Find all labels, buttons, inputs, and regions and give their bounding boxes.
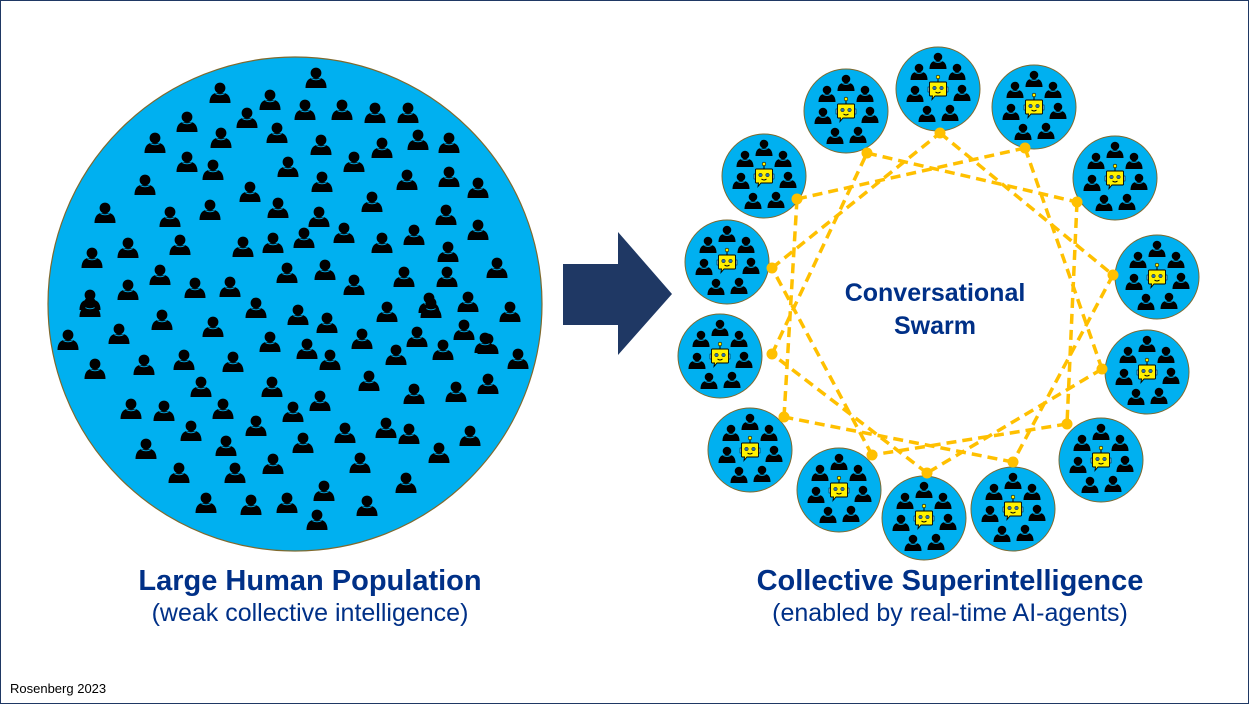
swarm-group: [1058, 417, 1144, 503]
swarm-label-line2: Swarm: [894, 312, 976, 340]
swarm-group: [684, 219, 770, 305]
swarm-group: [991, 64, 1077, 150]
left-title: Large Human Population: [138, 565, 482, 597]
swarm-group: [970, 466, 1056, 552]
right-caption: Collective Superintelligence (enabled by…: [700, 565, 1200, 628]
swarm-node: [866, 449, 878, 461]
swarm-node: [1071, 196, 1083, 208]
left-subtitle: (weak collective intelligence): [151, 599, 469, 627]
swarm-label-line1: Conversational: [844, 279, 1026, 307]
swarm-node: [766, 348, 778, 360]
swarm-group: [895, 46, 981, 132]
swarm-link: [770, 267, 874, 456]
swarm-group: [707, 407, 793, 493]
swarm-node: [778, 411, 790, 423]
right-title: Collective Superintelligence: [756, 565, 1144, 597]
swarm-group: [803, 68, 889, 154]
swarm-group: [1072, 135, 1158, 221]
swarm-node: [861, 147, 873, 159]
swarm-node: [1096, 363, 1108, 375]
swarm-group: [881, 475, 967, 561]
swarm-groups: [677, 46, 1200, 561]
swarm-link: [938, 131, 1115, 277]
swarm-node: [921, 467, 933, 479]
swarm-nodes: [766, 127, 1119, 479]
swarm-node: [1019, 142, 1031, 154]
swarm-group: [796, 447, 882, 533]
swarm-center-label: Conversational Swarm: [815, 277, 1055, 343]
population-circle: [47, 56, 543, 552]
swarm-link: [783, 415, 1014, 464]
swarm-link: [770, 131, 942, 270]
swarm-link: [866, 151, 1078, 204]
right-arrow-icon: [563, 232, 672, 355]
swarm-node: [934, 127, 946, 139]
swarm-node: [1061, 418, 1073, 430]
swarm-link: [871, 422, 1068, 457]
swarm-link: [926, 367, 1103, 475]
credit-text: Rosenberg 2023: [10, 681, 107, 696]
swarm-link: [1023, 147, 1104, 370]
swarm-group: [721, 133, 807, 219]
swarm-node: [766, 262, 778, 274]
swarm-group: [677, 313, 763, 399]
swarm-node: [1007, 456, 1019, 468]
left-caption: Large Human Population (weak collective …: [100, 565, 520, 628]
swarm-link: [782, 198, 799, 418]
swarm-link: [796, 146, 1026, 201]
swarm-group: [1114, 234, 1200, 320]
swarm-links: [770, 131, 1115, 475]
swarm-link: [770, 352, 929, 475]
swarm-group: [1104, 329, 1190, 415]
swarm-node: [791, 193, 803, 205]
right-subtitle: (enabled by real-time AI-agents): [772, 599, 1128, 627]
swarm-node: [1107, 269, 1119, 281]
